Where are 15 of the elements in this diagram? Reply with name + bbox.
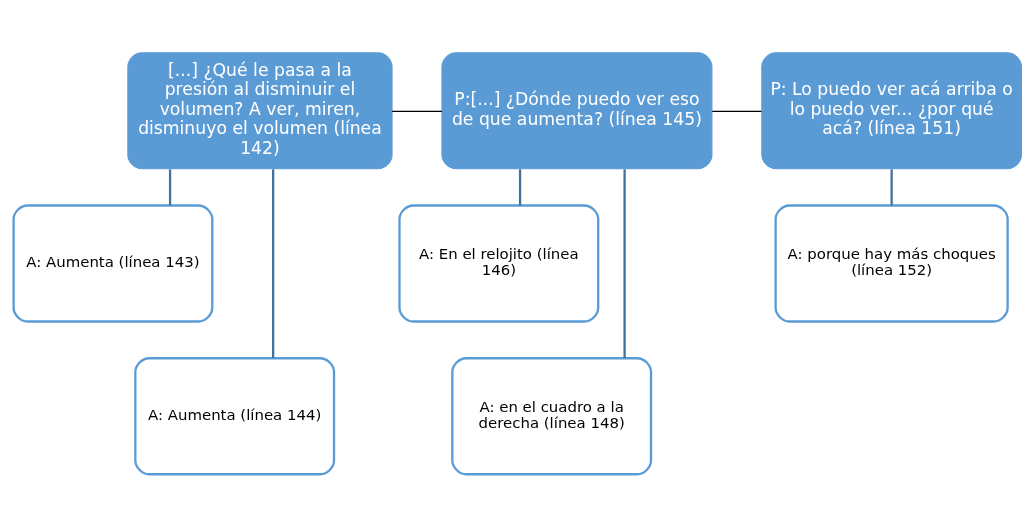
node-box: A: Aumenta (línea 144) [133,357,335,476]
connector [271,169,274,359]
connector [168,169,171,206]
node-box: A: porque hay más choques (línea 152) [774,204,1009,323]
node-box: A: Aumenta (línea 143) [11,204,213,323]
connector [622,169,626,359]
node-box: P: Lo puedo ver acá arriba o lo puedo ver... ¿por qué acá? (línea 151) [760,52,1022,170]
node-box: A: En el relojito (línea 146) [397,204,599,323]
node-box: P:[...] ¿Dónde puedo ver eso de que aumenta? (línea 145) [440,52,712,170]
connector [390,110,443,112]
node-box: A: en el cuadro a la derecha (línea 148) [450,357,652,476]
connector [711,110,762,112]
connector [890,169,893,206]
node-box: [...] ¿Qué le pasa a la presión al disminuir el volumen? A ver, miren, disminuyo el volumen (línea 142) [126,52,393,170]
connector [518,169,521,206]
